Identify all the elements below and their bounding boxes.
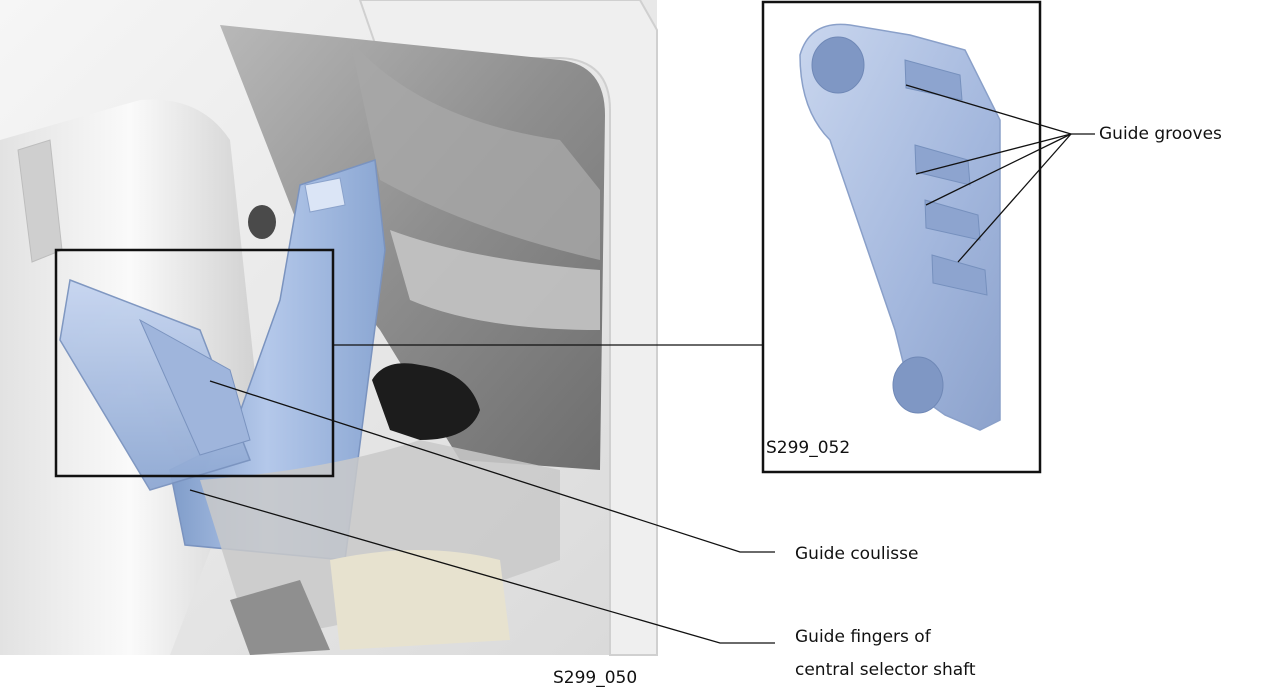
figure-code-main: S299_050	[553, 667, 637, 689]
guide-coulisse-label: Guide coulisse	[795, 543, 918, 565]
figure-code-inset: S299_052	[766, 437, 850, 459]
main-illustration	[0, 0, 657, 655]
guide-fingers-label-line2: central selector shaft	[795, 659, 975, 681]
guide-fingers-label-line1: Guide fingers of	[795, 626, 931, 648]
guide-grooves-label: Guide grooves	[1099, 123, 1222, 145]
top-bore	[812, 37, 864, 93]
inset-illustration	[763, 2, 1040, 472]
bottom-bore	[893, 357, 943, 413]
